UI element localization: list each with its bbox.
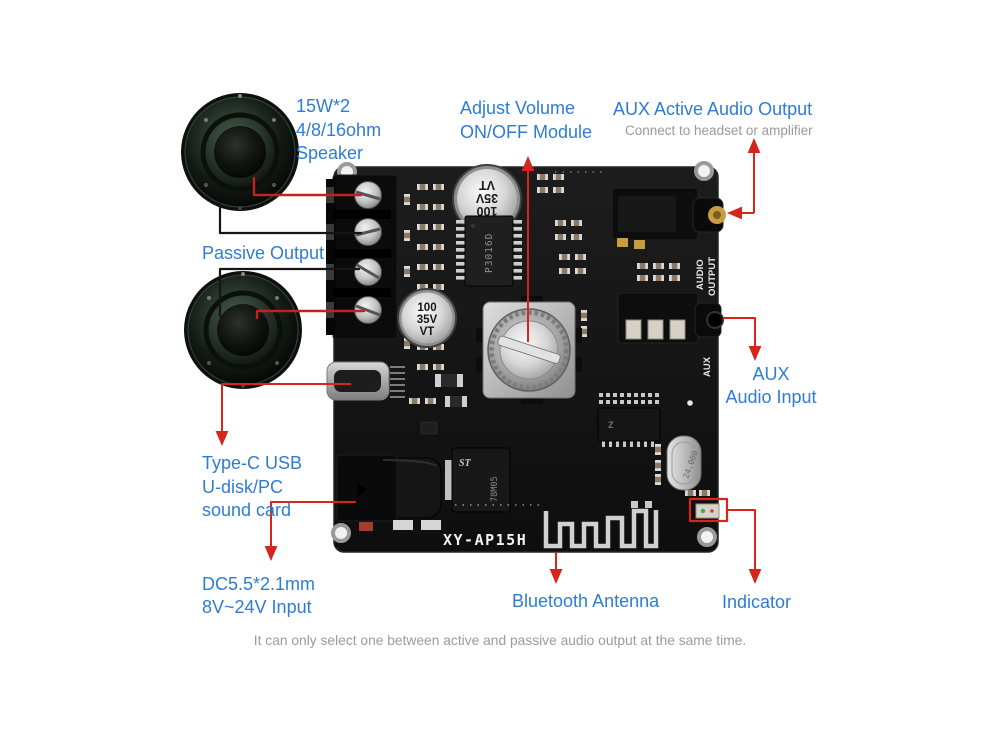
- speaker1-black-wire: [218, 202, 363, 235]
- svg-text:78M05: 78M05: [490, 476, 500, 502]
- speaker-wires: [218, 176, 366, 320]
- speaker-bottom: [184, 271, 302, 389]
- arrow-dc-input: [264, 501, 356, 561]
- label-type-c-usb: Type-C USB U-disk/PC sound card: [202, 453, 303, 520]
- voltage-regulator: ST 78M05: [445, 447, 511, 513]
- indicator-led: [695, 503, 720, 519]
- board-model-text: XY-AP15H: [443, 531, 527, 549]
- label-bluetooth-antenna: Bluetooth Antenna: [512, 591, 660, 611]
- svg-text:35V: 35V: [417, 314, 438, 326]
- annotation-arrows: [215, 138, 762, 584]
- aux-input-jack: [617, 292, 724, 344]
- footnote-caption: It can only select one between active an…: [253, 633, 747, 648]
- bluetooth-antenna-trace: [543, 501, 659, 549]
- speaker-top: [181, 93, 299, 211]
- arrow-indicator: [727, 509, 762, 584]
- type-c-port: [326, 361, 405, 401]
- label-speaker-spec: 15W*2 4/8/16ohm Speaker: [296, 96, 382, 163]
- svg-text:100: 100: [417, 302, 436, 314]
- svg-text:35V: 35V: [475, 191, 498, 205]
- screw-terminal-block: [326, 174, 398, 340]
- filter-capacitor-mid: 100 35V VT: [397, 288, 457, 348]
- arrow-aux-input: [723, 317, 762, 361]
- svg-text:100: 100: [477, 204, 498, 218]
- crystal-oscillator: 24.000: [666, 435, 702, 491]
- svg-text:ST: ST: [459, 458, 472, 469]
- label-adjust-volume: Adjust Volume ON/OFF Module: [460, 98, 593, 142]
- svg-text:VT: VT: [420, 326, 435, 338]
- svg-text:OUTPUT: OUTPUT: [707, 257, 718, 296]
- bluetooth-ic: Z: [597, 393, 661, 447]
- label-aux-audio-input: AUX Audio Input: [725, 364, 817, 407]
- label-aux-active-output: AUX Active Audio Output Connect to heads…: [613, 99, 813, 138]
- silkscreen-aux: AUX: [702, 356, 713, 377]
- speaker1-red-wire: [252, 176, 363, 197]
- audio-output-jack: [611, 187, 726, 249]
- pcb-board: 100 35V VT P3016D: [326, 161, 726, 553]
- label-dc-input: DC5.5*2.1mm 8V~24V Input: [202, 574, 316, 617]
- dc-barrel-jack: [336, 454, 442, 531]
- speaker2-black-wire: [218, 267, 361, 318]
- indicator-highlight-box: [688, 497, 729, 523]
- label-indicator: Indicator: [722, 592, 792, 612]
- svg-text:AUDIO: AUDIO: [695, 259, 706, 290]
- smd-components: [404, 174, 710, 496]
- arrow-type-c: [215, 383, 351, 446]
- speaker2-red-wire: [255, 309, 366, 320]
- svg-text:Z: Z: [608, 421, 614, 431]
- amplifier-ic: P3016D: [456, 215, 522, 287]
- silkscreen-audio-output: AUDIO OUTPUT: [695, 257, 718, 296]
- label-passive-output: Passive Output: [202, 243, 325, 263]
- svg-text:VT: VT: [479, 178, 495, 192]
- svg-text:P3016D: P3016D: [484, 233, 495, 273]
